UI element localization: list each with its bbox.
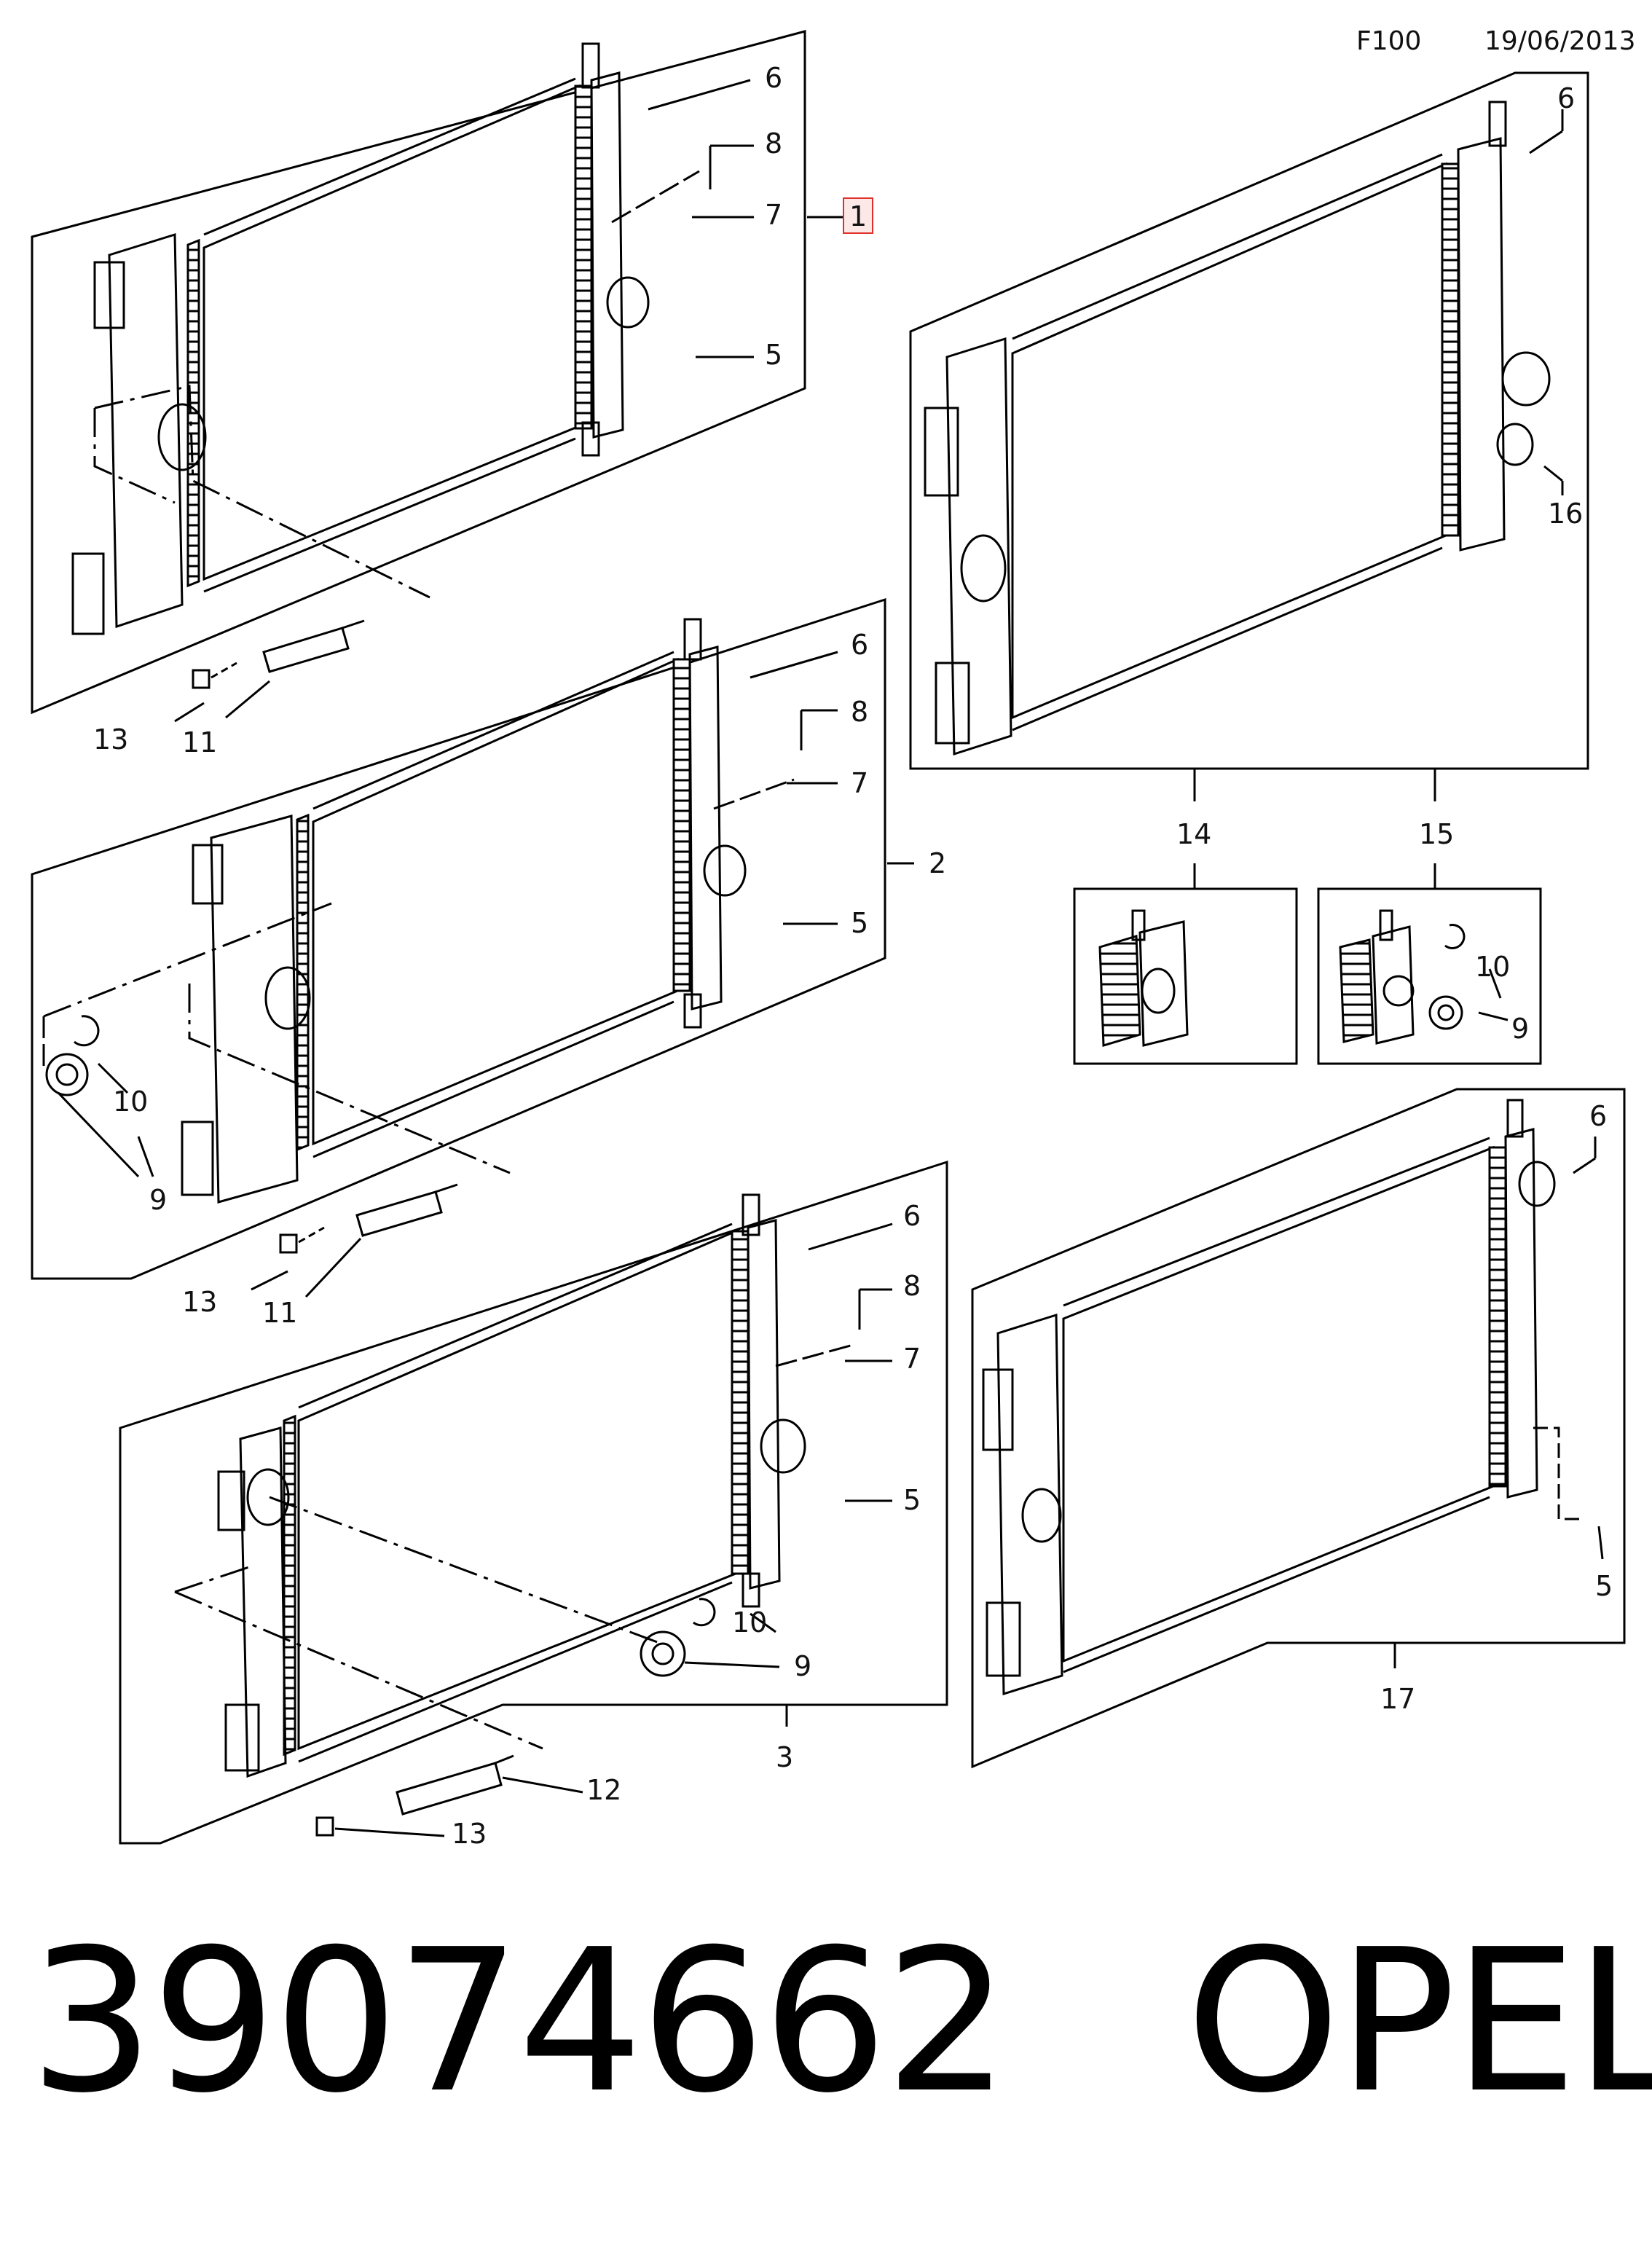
callout-7-p1[interactable]: 7: [765, 199, 782, 231]
diagram-date: 19/06/2013: [1484, 26, 1636, 56]
callout-8-p1[interactable]: 8: [765, 127, 782, 160]
callout-6-p17[interactable]: 6: [1589, 1100, 1607, 1132]
callout-labels: 1 6 8 7 5 13 11 6 8 7 5 2 10 9 13 11 6 8…: [93, 62, 1613, 1850]
callout-6-p15[interactable]: 6: [1557, 82, 1575, 114]
callout-1[interactable]: 1: [849, 200, 867, 232]
callout-6-p2[interactable]: 6: [851, 629, 868, 661]
callout-9-p3[interactable]: 9: [794, 1650, 811, 1682]
radiator-panel-2: [31, 597, 886, 1280]
brand-name: OPEL: [1185, 1907, 1652, 2136]
callout-7-p3[interactable]: 7: [903, 1343, 921, 1375]
callout-5-p3[interactable]: 5: [903, 1484, 921, 1516]
callout-2[interactable]: 2: [929, 847, 946, 879]
callout-10-p3[interactable]: 10: [732, 1606, 767, 1638]
detail-panel-15: [1317, 887, 1542, 1065]
callout-11-p1[interactable]: 11: [182, 726, 217, 758]
detail-panel-14: [1073, 887, 1298, 1065]
bracket-12-clip-13-group: [315, 1754, 514, 1837]
callout-10-d15[interactable]: 10: [1475, 951, 1510, 983]
callout-8-p3[interactable]: 8: [903, 1270, 921, 1302]
callout-7-p2[interactable]: 7: [851, 767, 868, 799]
radiator-panel-17: [971, 1088, 1626, 1769]
callout-12[interactable]: 12: [586, 1774, 621, 1806]
callout-5-p1[interactable]: 5: [765, 339, 782, 371]
callout-13-p1[interactable]: 13: [93, 723, 128, 755]
callout-13-p3[interactable]: 13: [452, 1818, 487, 1850]
part-number: 39074662: [29, 1907, 1010, 2136]
bracket-11-clip-13-group-1: [192, 619, 365, 689]
callout-6-p3[interactable]: 6: [903, 1200, 921, 1232]
callout-13-p2[interactable]: 13: [182, 1286, 217, 1318]
callout-8-p2[interactable]: 8: [851, 696, 868, 728]
highlight-callout-1: [843, 197, 873, 234]
radiator-panel-15: [909, 71, 1589, 770]
callout-11-p2[interactable]: 11: [262, 1297, 297, 1329]
callout-15[interactable]: 15: [1419, 818, 1454, 850]
callout-16[interactable]: 16: [1548, 498, 1583, 530]
callout-14[interactable]: 14: [1176, 818, 1211, 850]
diagram-code: F100: [1356, 26, 1422, 56]
callout-6-p1[interactable]: 6: [765, 62, 782, 94]
callout-9-p2[interactable]: 9: [149, 1184, 167, 1216]
callout-3[interactable]: 3: [776, 1741, 793, 1773]
callout-5-p17[interactable]: 5: [1595, 1570, 1613, 1602]
radiator-panel-1: [31, 30, 806, 715]
callout-5-p2[interactable]: 5: [851, 907, 868, 939]
radiator-panel-3: [119, 1160, 948, 1845]
callout-17[interactable]: 17: [1380, 1683, 1415, 1715]
callout-10-p2[interactable]: 10: [113, 1086, 148, 1118]
bracket-11-clip-13-group-2: [45, 1015, 458, 1254]
part-number-and-brand: 39074662 OPEL: [29, 1923, 1652, 2120]
callout-9-d15[interactable]: 9: [1511, 1013, 1529, 1045]
